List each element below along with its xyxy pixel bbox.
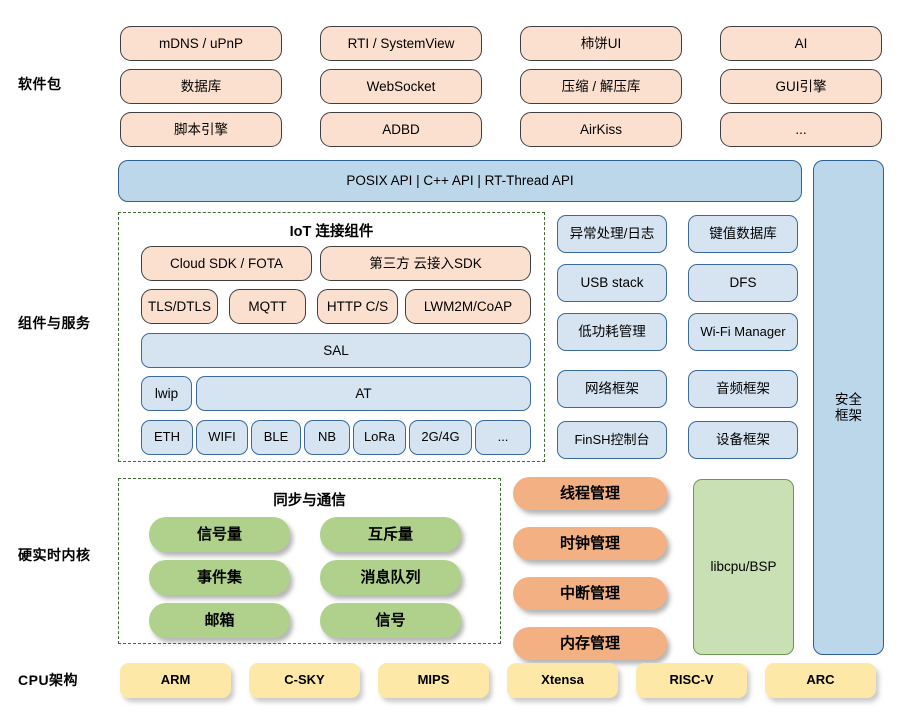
component-box[interactable]: 低功耗管理 [557,313,667,351]
iot-box-link[interactable]: NB [304,420,350,455]
package-box[interactable]: RTI / SystemView [320,26,482,61]
iot-box-cloud-sdk[interactable]: Cloud SDK / FOTA [141,246,312,281]
package-box[interactable]: 柿饼UI [520,26,682,61]
component-box[interactable]: USB stack [557,264,667,302]
iot-box-link[interactable]: ... [475,420,531,455]
security-framework-line1: 安全 [835,391,862,407]
component-box[interactable]: DFS [688,264,798,302]
cpu-arch-box[interactable]: ARC [765,663,876,698]
kernel-management-box[interactable]: 线程管理 [513,477,667,510]
package-box[interactable]: 脚本引擎 [120,112,282,147]
package-box[interactable]: GUI引擎 [720,69,882,104]
component-box[interactable]: 异常处理/日志 [557,215,667,253]
kernel-sync-box[interactable]: 消息队列 [320,560,461,595]
package-box[interactable]: mDNS / uPnP [120,26,282,61]
kernel-sync-box[interactable]: 事件集 [149,560,290,595]
iot-box-third-party-sdk[interactable]: 第三方 云接入SDK [320,246,531,281]
section-label-hard-realtime-kernel: 硬实时内核 [18,547,91,563]
kernel-sync-box[interactable]: 邮箱 [149,603,290,638]
security-framework-line2: 框架 [835,407,862,423]
iot-box-sal[interactable]: SAL [141,333,531,368]
kernel-sync-box[interactable]: 信号量 [149,517,290,552]
component-box[interactable]: 网络框架 [557,370,667,408]
api-bar: POSIX API | C++ API | RT-Thread API [118,160,802,202]
iot-box-protocol[interactable]: TLS/DTLS [141,289,218,324]
kernel-management-box[interactable]: 内存管理 [513,627,667,660]
component-box[interactable]: FinSH控制台 [557,421,667,459]
iot-box-link[interactable]: ETH [141,420,193,455]
section-label-software-packages: 软件包 [18,76,62,92]
iot-box-lwip[interactable]: lwip [141,376,192,411]
kernel-management-box[interactable]: 中断管理 [513,577,667,610]
iot-box-link[interactable]: WIFI [196,420,248,455]
sync-group-frame [118,478,501,644]
iot-group-title: IoT 连接组件 [289,224,374,240]
kernel-management-box[interactable]: 时钟管理 [513,527,667,560]
section-label-components-services: 组件与服务 [18,315,91,331]
package-box[interactable]: WebSocket [320,69,482,104]
package-box[interactable]: ... [720,112,882,147]
package-box[interactable]: ADBD [320,112,482,147]
iot-box-protocol[interactable]: LWM2M/CoAP [405,289,531,324]
libcpu-bsp-box[interactable]: libcpu/BSP [693,479,794,655]
cpu-arch-box[interactable]: C-SKY [249,663,360,698]
cpu-arch-box[interactable]: RISC-V [636,663,747,698]
iot-box-link[interactable]: BLE [251,420,301,455]
package-box[interactable]: 压缩 / 解压库 [520,69,682,104]
package-box[interactable]: 数据库 [120,69,282,104]
iot-box-protocol[interactable]: HTTP C/S [317,289,398,324]
package-box[interactable]: AI [720,26,882,61]
cpu-arch-box[interactable]: Xtensa [507,663,618,698]
section-label-cpu-architecture: CPU架构 [18,672,79,688]
kernel-sync-box[interactable]: 互斥量 [320,517,461,552]
kernel-sync-box[interactable]: 信号 [320,603,461,638]
component-box[interactable]: 设备框架 [688,421,798,459]
component-box[interactable]: 音频框架 [688,370,798,408]
component-box[interactable]: 键值数据库 [688,215,798,253]
cpu-arch-box[interactable]: MIPS [378,663,489,698]
iot-box-link[interactable]: LoRa [353,420,406,455]
cpu-arch-box[interactable]: ARM [120,663,231,698]
package-box[interactable]: AirKiss [520,112,682,147]
sync-group-title: 同步与通信 [273,493,346,509]
security-framework-column[interactable]: 安全 框架 [813,160,884,655]
component-box[interactable]: Wi-Fi Manager [688,313,798,351]
iot-group-frame [118,212,545,462]
iot-box-at[interactable]: AT [196,376,531,411]
iot-box-protocol[interactable]: MQTT [229,289,306,324]
iot-box-link[interactable]: 2G/4G [409,420,472,455]
